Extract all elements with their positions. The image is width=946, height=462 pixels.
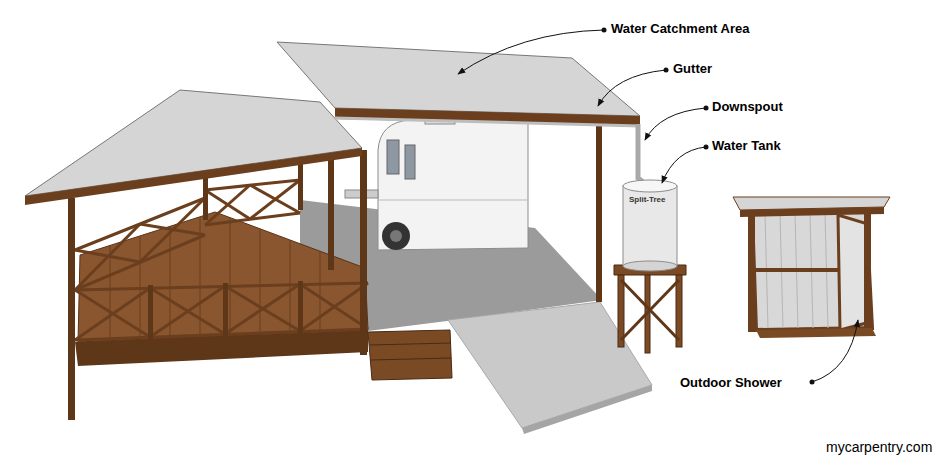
callout-label: Gutter [673,62,712,76]
tank-stand [614,265,686,353]
callout-label: Water Catchment Area [611,22,749,36]
back-railing [205,180,300,225]
callout-label: Water Tank [712,139,781,153]
deck-fascia [75,330,368,366]
callout-label: Downspout [712,100,783,114]
outdoor-shower [733,197,890,338]
post [360,150,367,355]
gutter [335,118,640,126]
roof-fascia [25,148,362,205]
travel-trailer [345,116,528,250]
roof [277,42,640,116]
callout-label: Outdoor Shower [680,376,782,390]
side-railing [75,198,205,290]
leader-dots [602,28,815,385]
post [68,198,75,420]
watermark: mycarpentry.com [826,440,932,455]
steps [368,330,452,380]
front-railing [75,283,368,340]
water-tank [623,180,677,271]
roof-fascia [335,108,640,126]
leader-lines [458,30,858,382]
tank-brand: Split-Tree [629,196,665,205]
ramp-edge [522,385,652,434]
downspout [638,124,648,186]
